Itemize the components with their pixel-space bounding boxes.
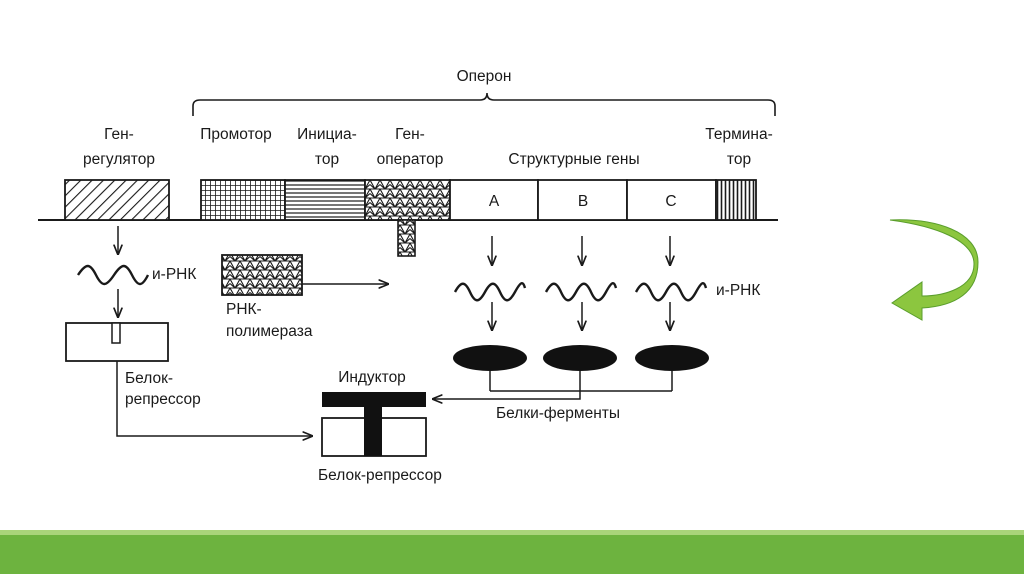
structural-gene-c-segment	[626, 179, 717, 221]
initiator-label-line2: тор	[315, 151, 339, 168]
inducer-bar	[322, 392, 426, 407]
enzyme-a	[453, 345, 527, 371]
enzymes-to-inducer-arrow	[433, 391, 581, 399]
footer-band	[0, 535, 1024, 574]
structural-genes-label: Структурные гены	[508, 151, 639, 168]
inducer-stem	[364, 405, 382, 456]
initiator-segment	[284, 179, 366, 221]
rna-polymerase-shape	[221, 254, 303, 296]
gene-letter-c: C	[665, 193, 676, 210]
operator-stem	[397, 219, 416, 257]
enzyme-proteins-label: Белки-ферменты	[496, 405, 620, 422]
enzyme-b	[543, 345, 617, 371]
gene-regulator-segment	[64, 179, 170, 221]
curved-return-arrow-icon[interactable]	[889, 219, 979, 321]
regulator-mrna-wave	[77, 264, 150, 286]
rna-polymerase-label-line1: РНК-	[226, 301, 262, 318]
gene-a-output	[453, 236, 527, 391]
inducer-label: Индуктор	[338, 369, 406, 386]
repressor-binding-notch	[111, 322, 121, 344]
gene-b-mrna-wave	[544, 282, 618, 302]
structural-gene-b-segment	[537, 179, 628, 221]
terminator-segment	[715, 179, 757, 221]
gene-regulator-label-line2: регулятор	[83, 151, 155, 168]
promoter-label: Промотор	[200, 126, 271, 143]
promoter-segment	[200, 179, 286, 221]
mrna-left-label: и-РНК	[152, 266, 196, 283]
initiator-label-line1: Инициа-	[297, 126, 357, 143]
operon-label: Оперон	[457, 68, 512, 85]
gene-letter-a: A	[489, 193, 500, 210]
terminator-label-line2: тор	[727, 151, 751, 168]
gene-operator-label-line1: Ген-	[395, 126, 425, 143]
operator-segment	[364, 179, 451, 221]
rna-polymerase-label-line2: полимераза	[226, 323, 313, 340]
enzyme-c	[635, 345, 709, 371]
repressor-protein-label-line2: репрессор	[125, 391, 201, 408]
repressor-to-complex-arrow	[116, 361, 312, 436]
gene-regulator-label-line1: Ген-	[104, 126, 134, 143]
terminator-label-line1: Термина-	[705, 126, 773, 143]
gene-letter-b: B	[578, 193, 588, 210]
operon-brace	[192, 92, 776, 116]
repressor-protein-bound-label: Белок-репрессор	[318, 467, 442, 484]
footer-band-light	[0, 530, 1024, 535]
repressor-protein-label-line1: Белок-	[125, 370, 173, 387]
gene-c-output	[634, 236, 709, 391]
mrna-right-label: и-РНК	[716, 282, 760, 299]
gene-c-mrna-wave	[634, 282, 708, 302]
gene-b-output	[543, 236, 618, 391]
gene-a-mrna-wave	[453, 282, 527, 302]
gene-operator-label-line2: оператор	[377, 151, 444, 168]
